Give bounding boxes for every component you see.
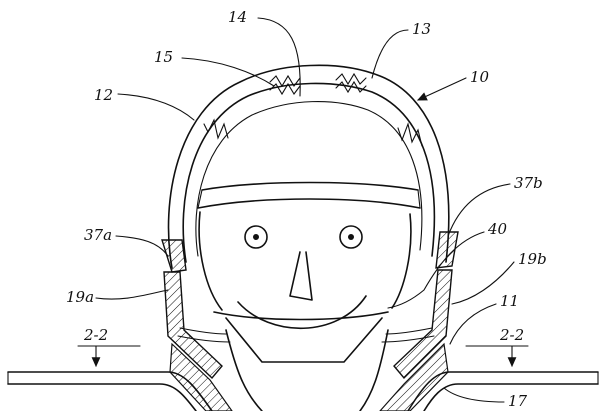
right-eye	[339, 225, 363, 249]
mouth	[237, 295, 367, 330]
helmet-shell	[167, 64, 450, 269]
left-eye	[244, 225, 268, 249]
label-15: 15	[154, 48, 173, 66]
forehead-band	[197, 181, 421, 209]
nose	[289, 251, 313, 301]
label-19b: 19b	[518, 250, 547, 268]
spring-elements	[203, 72, 423, 147]
label-13: 13	[412, 20, 431, 38]
label-11: 11	[500, 292, 519, 310]
shoulder-plates	[7, 371, 599, 411]
collar-sections	[161, 231, 459, 411]
chin-strap	[177, 311, 435, 411]
leader-lines	[95, 17, 515, 403]
face	[198, 211, 412, 330]
label-14: 14	[228, 8, 247, 26]
reference-labels: 14 13 15 10 12 37b 37a 40 19b 19a 11 2-2…	[66, 8, 547, 410]
label-17: 17	[508, 392, 528, 410]
section-markers	[77, 345, 529, 368]
label-12: 12	[94, 86, 113, 104]
label-40: 40	[487, 220, 508, 238]
label-10: 10	[470, 68, 490, 86]
label-37a: 37a	[84, 226, 112, 244]
label-section-right: 2-2	[499, 326, 524, 344]
label-19a: 19a	[66, 288, 94, 306]
label-section-left: 2-2	[83, 326, 108, 344]
label-37b: 37b	[514, 174, 543, 192]
